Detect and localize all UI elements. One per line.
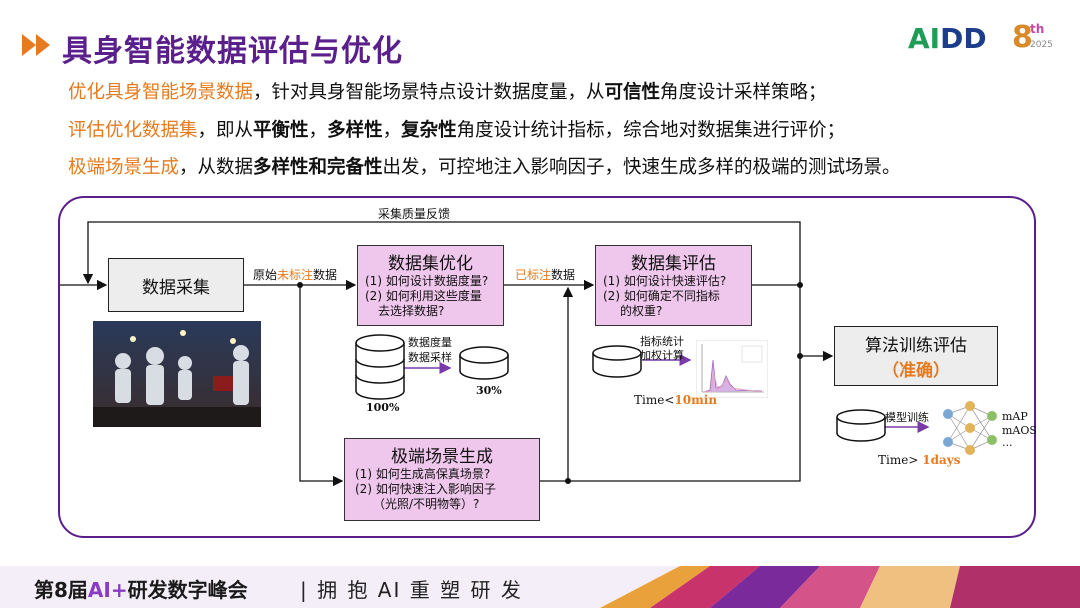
dataset-optimize-q3: 去选择数据? — [378, 304, 445, 318]
time-under-b: 10min — [674, 393, 718, 407]
extreme-scenario-title: 极端场景生成 — [391, 447, 493, 467]
labeled-data-a: 已标注 — [515, 268, 552, 282]
diagram-panel — [58, 196, 1036, 538]
bullet-2-tail: 角度设计统计指标，综合地对数据集进行评价； — [456, 120, 846, 141]
metric-distribution-chart — [696, 340, 768, 398]
dataset-optimize-box: 数据集优化 (1) 如何设计数据度量? (2) 如何利用这些度量 去选择数据? — [357, 245, 504, 326]
dataset-evaluate-box: 数据集评估 (1) 如何设计快速评估? (2) 如何确定不同指标 的权重? — [595, 245, 752, 326]
data-collection-label: 数据采集 — [142, 277, 210, 298]
double-arrow-icon — [22, 34, 50, 56]
bullet-line-1: 优化具身智能场景数据，针对具身智能场景特点设计数据度量，从可信性角度设计采样策略… — [68, 78, 827, 104]
data-collection-box: 数据采集 — [108, 258, 244, 312]
bullet-1-highlight: 优化具身智能场景数据 — [68, 82, 254, 103]
time-over-a: Time> — [878, 453, 919, 467]
dataset-evaluate-q2: (2) 如何确定不同指标 — [603, 289, 720, 303]
time-over-b: 1days — [922, 453, 961, 467]
dataset-optimize-title: 数据集优化 — [388, 254, 473, 274]
footer-rest: 研发数字峰会 — [127, 578, 248, 602]
extreme-scenario-q1: (1) 如何生成高保真场景? — [355, 467, 491, 481]
bullet-3-text: ，从数据 — [179, 157, 254, 178]
raw-data-b: 未标注 — [277, 268, 314, 282]
percent-30: 30% — [476, 384, 502, 397]
footer-decoration — [600, 566, 1080, 608]
metric-more: ... — [1002, 436, 1013, 449]
bullet-2-sep-1: ， — [308, 120, 328, 141]
neural-network-icon — [943, 401, 997, 455]
bullet-line-2: 评估优化数据集，即从平衡性，多样性，复杂性角度设计统计指标，综合地对数据集进行评… — [68, 116, 845, 142]
feedback-label: 采集质量反馈 — [378, 207, 451, 221]
time-under-label: Time<10min — [634, 393, 717, 407]
time-over-label: Time> 1days — [878, 453, 960, 467]
bullet-1-text: ，针对具身智能场景特点设计数据度量，从 — [253, 82, 605, 103]
time-under-a: Time< — [634, 393, 675, 407]
metric-maos: mAOS — [1002, 424, 1037, 437]
raw-data-a: 原始 — [253, 268, 278, 282]
bullet-2-bold-2: 多样性 — [327, 120, 383, 141]
bullet-2-bold-1: 平衡性 — [253, 120, 309, 141]
bullet-1-tail: 角度设计采样策略； — [660, 82, 827, 103]
evaluate-db-icon — [592, 345, 642, 378]
stat-label-1: 指标统计 — [640, 335, 684, 348]
extreme-scenario-q3: （光照/不明物等）? — [373, 497, 480, 511]
bullet-2-bold-3: 复杂性 — [401, 120, 457, 141]
labeled-data-b: 数据 — [551, 268, 576, 282]
dataset-evaluate-q1: (1) 如何设计快速评估? — [603, 274, 727, 288]
labeled-data-label: 已标注数据 — [515, 266, 575, 283]
bullet-1-bold: 可信性 — [604, 82, 661, 103]
page-title: 具身智能数据评估与优化 — [62, 34, 403, 69]
bullet-3-tail: 出发，可控地注入影响因子，快速生成多样的极端的测试场景。 — [382, 157, 901, 178]
raw-data-c: 数据 — [313, 268, 338, 282]
footer-event-name: 第8届AI+研发数字峰会 — [34, 574, 248, 603]
extreme-scenario-q2: (2) 如何快速注入影响因子 — [355, 482, 496, 496]
footer-ai: AI+ — [87, 578, 128, 602]
robot-scene-image — [93, 321, 261, 427]
dataset-evaluate-q3: 的权重? — [620, 304, 663, 318]
percent-100: 100% — [366, 401, 400, 414]
bullet-2-text: ，即从 — [197, 120, 254, 141]
aidd-logo: AIDD — [908, 22, 987, 55]
bullet-2-sep-2: ， — [382, 120, 402, 141]
bullet-3-bold: 多样性和完备性 — [253, 157, 383, 178]
raw-data-label: 原始未标注数据 — [253, 266, 337, 283]
metric-label-1: 数据度量 — [408, 336, 452, 349]
dataset-evaluate-title: 数据集评估 — [631, 254, 716, 274]
logo-suffix: th — [1030, 22, 1045, 36]
logo-year: 2025 — [1030, 40, 1053, 50]
footer-prefix: 第8届 — [34, 578, 88, 602]
metric-label-2: 数据采样 — [408, 351, 452, 364]
algorithm-training-sub: （准确） — [882, 361, 950, 381]
model-training-label: 模型训练 — [885, 411, 929, 424]
metric-map: mAP — [1002, 410, 1028, 423]
logo-edition: 8 — [1012, 20, 1033, 55]
training-db-icon — [836, 409, 886, 442]
data-sampling-cylinders — [355, 334, 509, 400]
stat-label-2: 加权计算 — [640, 349, 684, 362]
algorithm-training-box: 算法训练评估 （准确） — [834, 326, 998, 386]
extreme-scenario-box: 极端场景生成 (1) 如何生成高保真场景? (2) 如何快速注入影响因子 （光照… — [344, 438, 540, 521]
dataset-optimize-q2: (2) 如何利用这些度量 — [365, 289, 482, 303]
bullet-line-3: 极端场景生成，从数据多样性和完备性出发，可控地注入影响因子，快速生成多样的极端的… — [68, 153, 901, 179]
dataset-optimize-q1: (1) 如何设计数据度量? — [365, 274, 489, 288]
bullet-3-highlight: 极端场景生成 — [68, 157, 180, 178]
footer-slogan: | 拥 抱 AI 重 塑 研 发 — [300, 578, 523, 602]
bullet-2-highlight: 评估优化数据集 — [68, 120, 198, 141]
algorithm-training-title: 算法训练评估 — [865, 336, 967, 356]
